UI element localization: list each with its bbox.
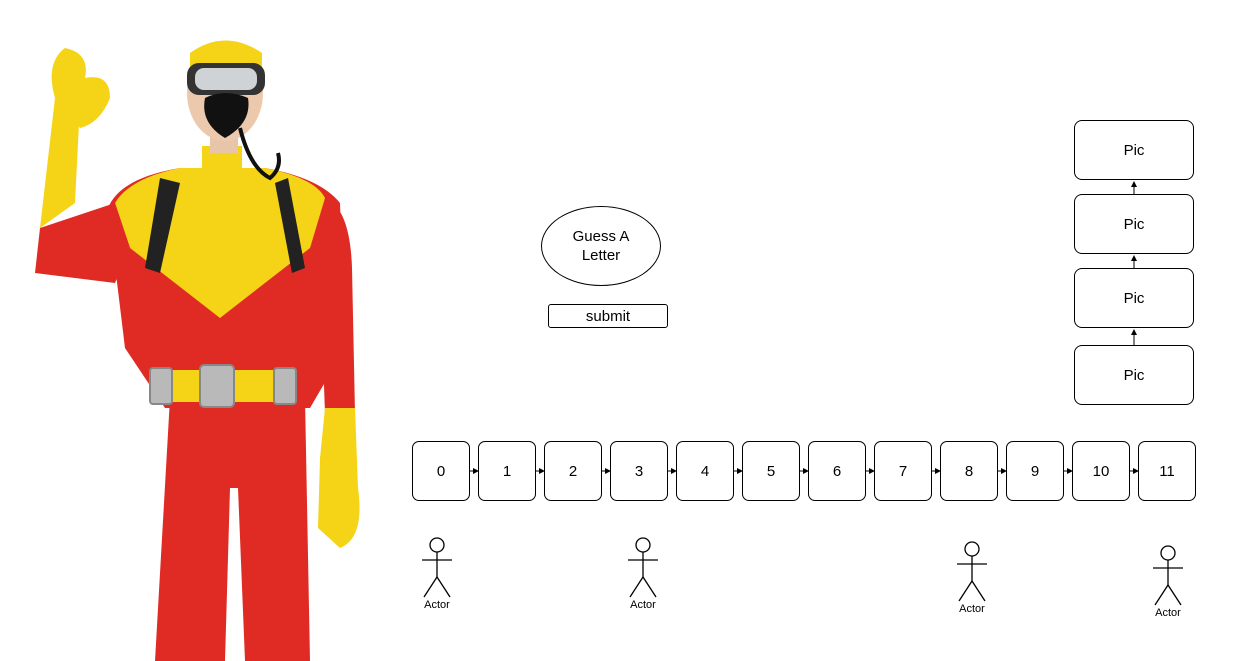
letter-slot: 7: [874, 441, 932, 501]
letter-slot: 5: [742, 441, 800, 501]
slot-label: 3: [634, 462, 644, 480]
pic-label: Pic: [1123, 366, 1145, 384]
letter-slot: 8: [940, 441, 998, 501]
pic-box: Pic: [1074, 194, 1194, 254]
actor-label: Actor: [1155, 607, 1181, 619]
pic-box: Pic: [1074, 345, 1194, 405]
letter-slot: 1: [478, 441, 536, 501]
letter-slot: 11: [1138, 441, 1196, 501]
slot-label: 0: [436, 462, 446, 480]
actor-icon: [422, 537, 452, 598]
slot-label: 6: [832, 462, 842, 480]
letter-slot: 0: [412, 441, 470, 501]
pic-label: Pic: [1123, 215, 1145, 233]
slot-label: 2: [568, 462, 578, 480]
actor-icon: [628, 537, 658, 598]
pic-label: Pic: [1123, 289, 1145, 307]
actor-label: Actor: [424, 599, 450, 611]
actor-icon: [957, 541, 987, 602]
slot-label: 8: [964, 462, 974, 480]
actor-label: Actor: [630, 599, 656, 611]
letter-slot: 2: [544, 441, 602, 501]
slot-label: 4: [700, 462, 710, 480]
slot-label: 7: [898, 462, 908, 480]
letter-slot: 9: [1006, 441, 1064, 501]
costume-person-image: [35, 40, 360, 661]
guess-letter-ellipse: Guess A Letter: [541, 206, 661, 286]
slot-label: 1: [502, 462, 512, 480]
letter-slot: 6: [808, 441, 866, 501]
submit-label: submit: [585, 307, 631, 325]
slot-label: 9: [1030, 462, 1040, 480]
slot-label: 10: [1092, 462, 1110, 480]
submit-button[interactable]: submit: [548, 304, 668, 328]
slot-label: 5: [766, 462, 776, 480]
pic-box: Pic: [1074, 120, 1194, 180]
letter-slot: 4: [676, 441, 734, 501]
actor-icon: [1153, 545, 1183, 606]
pic-label: Pic: [1123, 141, 1145, 159]
letter-slot: 3: [610, 441, 668, 501]
pic-box: Pic: [1074, 268, 1194, 328]
slot-label: 11: [1159, 462, 1175, 480]
guess-letter-label: Guess A Letter: [572, 227, 630, 265]
actor-label: Actor: [959, 603, 985, 615]
letter-slot: 10: [1072, 441, 1130, 501]
